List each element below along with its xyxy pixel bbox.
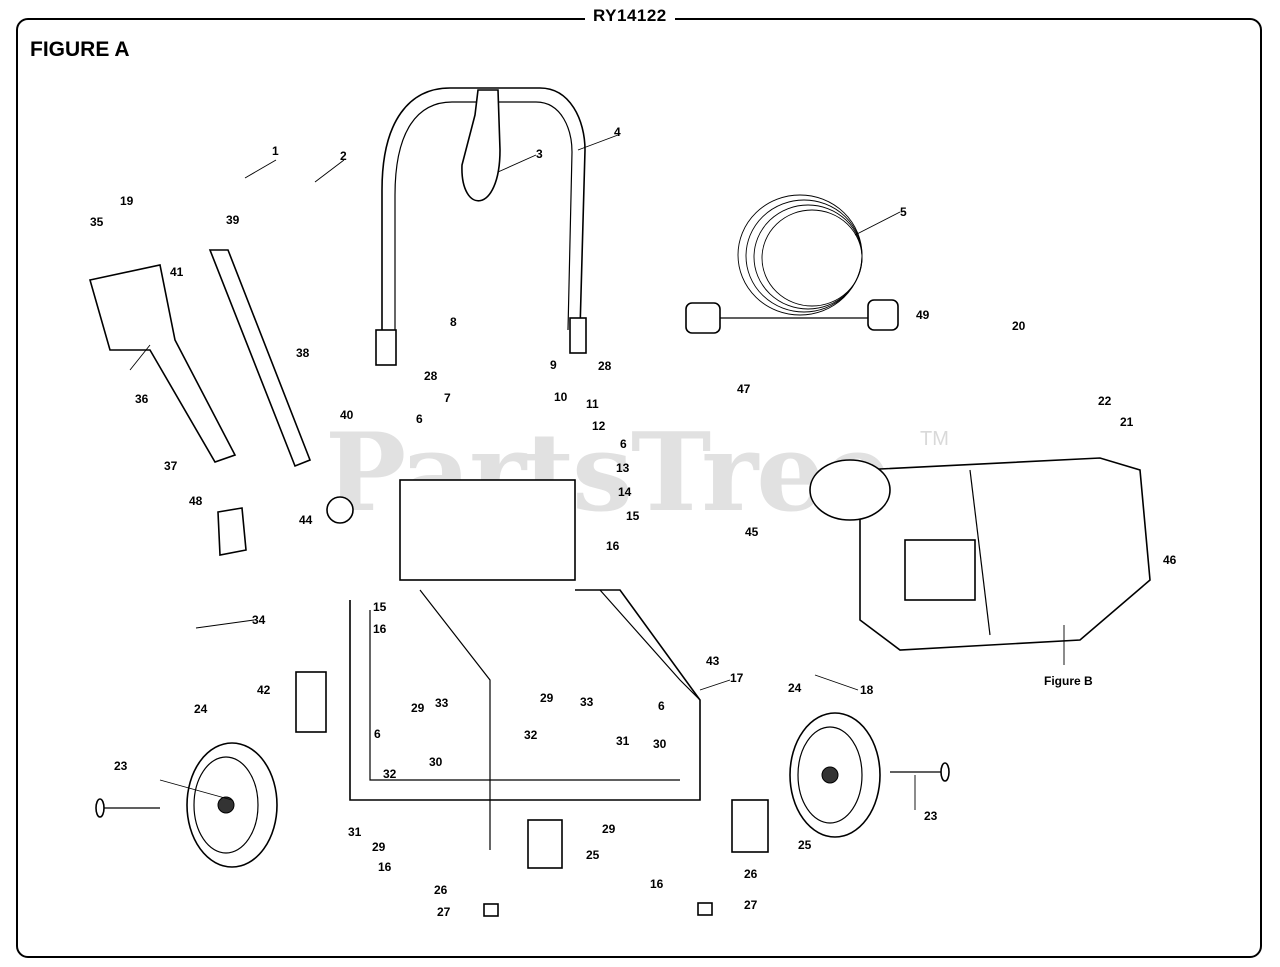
callout-6a: 6	[416, 412, 423, 426]
strap-part[interactable]	[461, 89, 501, 202]
spray-gun-part[interactable]	[88, 249, 312, 468]
callout-16c: 16	[378, 860, 392, 874]
leader-lines	[129, 134, 1065, 810]
model-number: RY14122	[585, 6, 675, 26]
callout-48: 48	[189, 494, 203, 508]
callout-8: 8	[450, 315, 457, 329]
callout-37: 37	[164, 459, 178, 473]
callout-19: 19	[120, 194, 134, 208]
callout-16a: 16	[606, 539, 620, 553]
callout-12: 12	[592, 419, 606, 433]
callout-35: 35	[90, 215, 104, 229]
callout-42: 42	[257, 683, 271, 697]
callout-29d: 29	[602, 822, 616, 836]
callout-49: 49	[916, 308, 930, 322]
callout-15b: 15	[373, 600, 387, 614]
callout-24b: 24	[788, 681, 802, 695]
callout-27b: 27	[744, 898, 758, 912]
callout-31a: 31	[348, 825, 362, 839]
callout-26b: 26	[744, 867, 758, 881]
callout-23a: 23	[114, 759, 128, 773]
callout-32b: 32	[524, 728, 538, 742]
callout-28a: 28	[424, 369, 438, 383]
callout-33b: 33	[580, 695, 594, 709]
callout-29c: 29	[372, 840, 386, 854]
callout-40: 40	[340, 408, 354, 422]
callout-34: 34	[252, 613, 266, 627]
callout-25b: 25	[798, 838, 812, 852]
callout-6c: 6	[374, 727, 381, 741]
engine-unit-part[interactable]	[809, 457, 1151, 651]
callout-41: 41	[170, 265, 184, 279]
figure-title: FIGURE A	[30, 38, 130, 61]
callout-1: 1	[272, 144, 279, 158]
callout-21: 21	[1120, 415, 1134, 429]
callout-32a: 32	[383, 767, 397, 781]
wheel-right-part[interactable]	[789, 712, 881, 838]
callout-25a: 25	[586, 848, 600, 862]
callout-20: 20	[1012, 319, 1026, 333]
callout-13: 13	[616, 461, 630, 475]
callout-22: 22	[1098, 394, 1112, 408]
callout-15a: 15	[626, 509, 640, 523]
callout-28b: 28	[598, 359, 612, 373]
callout-4: 4	[614, 125, 621, 139]
callout-14: 14	[618, 485, 632, 499]
callout-36: 36	[135, 392, 149, 406]
callout-26a: 26	[434, 883, 448, 897]
callout-24a: 24	[194, 702, 208, 716]
callout-6d: 6	[658, 699, 665, 713]
callout-47: 47	[737, 382, 751, 396]
callout-43: 43	[706, 654, 720, 668]
callout-9: 9	[550, 358, 557, 372]
callout-29b: 29	[540, 691, 554, 705]
frame-part[interactable]	[349, 479, 701, 850]
callout-10: 10	[554, 390, 568, 404]
callout-7: 7	[444, 391, 451, 405]
callout-27a: 27	[437, 905, 451, 919]
callout-18: 18	[860, 683, 874, 697]
callout-33a: 33	[435, 696, 449, 710]
callout-30b: 30	[653, 737, 667, 751]
callout-16b: 16	[373, 622, 387, 636]
callout-numbers: 1 2 3 4 5 6 6 6 6 7 8 9 10 11 12 13 14 1…	[90, 125, 1177, 919]
callout-31b: 31	[616, 734, 630, 748]
callout-39: 39	[226, 213, 240, 227]
foot-bracket-parts[interactable]	[217, 496, 769, 917]
figure-b-label: Figure B	[1044, 674, 1093, 688]
callout-3: 3	[536, 147, 543, 161]
callout-6b: 6	[620, 437, 627, 451]
callout-30a: 30	[429, 755, 443, 769]
callout-17: 17	[730, 671, 744, 685]
axle-bolt-left-part[interactable]	[95, 798, 160, 818]
callout-44: 44	[299, 513, 313, 527]
callout-5: 5	[900, 205, 907, 219]
axle-bolt-right-part[interactable]	[890, 762, 950, 782]
callout-2: 2	[340, 149, 347, 163]
callout-29a: 29	[411, 701, 425, 715]
callout-11: 11	[586, 397, 599, 411]
wheel-left-part[interactable]	[186, 742, 278, 868]
hose-part[interactable]	[685, 194, 899, 334]
callout-46: 46	[1163, 553, 1177, 567]
callout-23b: 23	[924, 809, 938, 823]
watermark-tm: TM	[920, 428, 949, 450]
callout-16d: 16	[650, 877, 664, 891]
handle-part[interactable]	[375, 87, 587, 366]
callout-45: 45	[745, 525, 759, 539]
callout-38: 38	[296, 346, 310, 360]
